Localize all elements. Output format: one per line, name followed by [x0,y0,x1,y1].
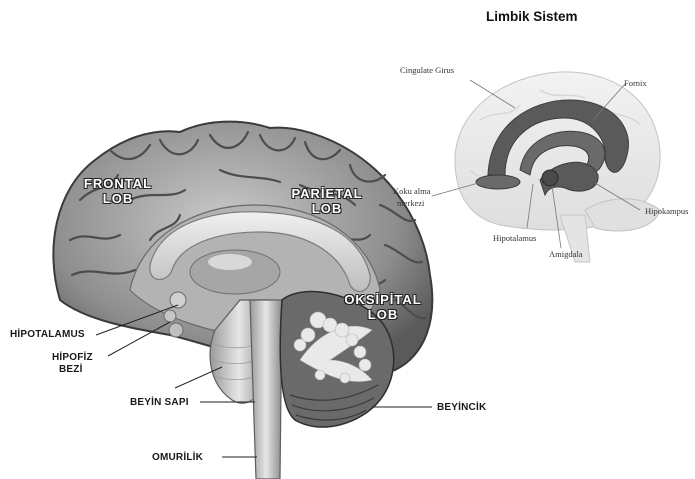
label-omurilik: OMURİLİK [152,452,203,463]
label-koku-alma-1: Koku alma [393,186,431,196]
label-hipotalamus: HİPOTALAMUS [10,329,85,340]
label-beyin-sapi: BEYİN SAPI [130,397,189,408]
label-parietal-lob: PARİETAL LOB [282,186,372,216]
label-fornix: Fornix [624,78,647,88]
label-beyincik: BEYİNCİK [437,402,486,413]
label-hipofiz-2: BEZİ [59,364,83,375]
label-oksipital-lob: OKSİPİTAL LOB [335,292,431,322]
label-amigdala: Amigdala [549,249,583,259]
label-koku-alma-2: merkezi [397,198,424,208]
label-cingulate-gyrus: Cingulate Girus [400,65,454,75]
amygdala-shape [542,170,558,186]
limbic-system-title: Limbik Sistem [486,9,578,24]
label-hipotalamus-limbic: Hipotalamus [493,233,536,243]
olfactory-bulb-shape [476,175,520,189]
label-hipofiz-1: HİPOFİZ [52,352,93,363]
label-frontal-lob: FRONTAL LOB [78,176,158,206]
label-hipokampus: Hipokampus [645,206,688,216]
